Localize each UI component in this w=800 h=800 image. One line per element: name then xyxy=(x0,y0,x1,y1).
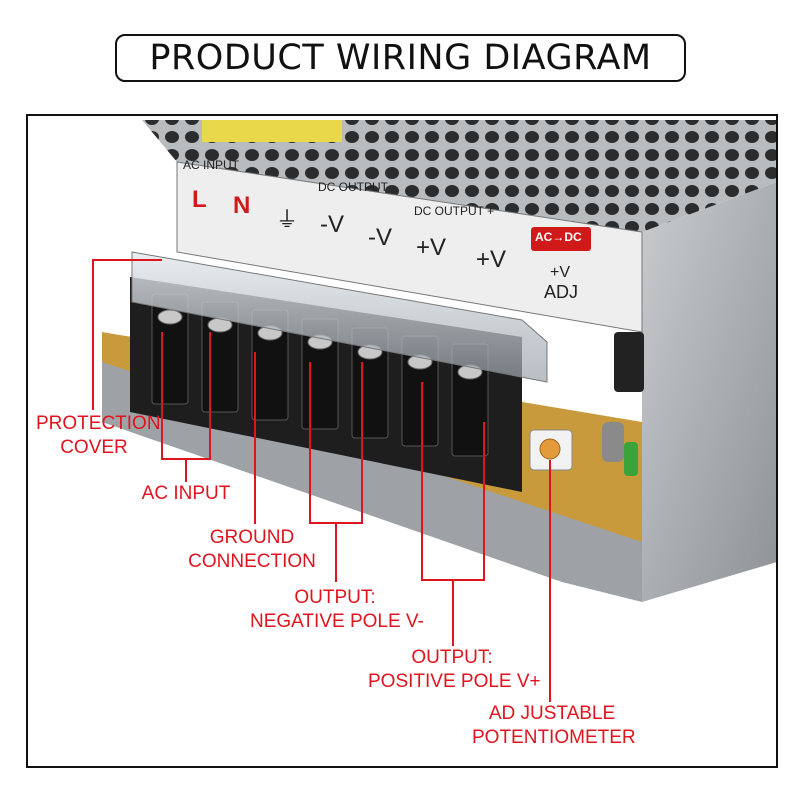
line-protection-cover xyxy=(92,259,162,410)
page-title: PRODUCT WIRING DIAGRAM xyxy=(115,34,686,82)
ac-dc-badge-bg xyxy=(531,227,591,251)
label-ac-input-line1: AC INPUT xyxy=(141,483,231,504)
label-output-pos-line2: POSITIVE POLE V+ xyxy=(368,671,541,692)
panel-dc-output-pos: DC OUTPUT + xyxy=(414,204,495,218)
photo-frame: AC INPUT L N ⏚ DC OUTPUT - -V -V DC OUTP… xyxy=(26,114,778,768)
adj-plus-v: +V xyxy=(550,264,571,281)
label-ground-connection: GROUND CONNECTION xyxy=(188,526,316,574)
terminal-neg-2: -V xyxy=(368,224,392,251)
panel-dc-output-neg: DC OUTPUT - xyxy=(318,180,396,194)
label-protection-cover-line1: PROTECTION xyxy=(36,413,161,434)
ac-dc-badge: AC→DC xyxy=(535,230,582,244)
capacitor xyxy=(614,332,644,392)
label-protection-cover-line2: COVER xyxy=(60,437,128,458)
housing-side xyxy=(642,182,776,602)
label-output-neg-line2: NEGATIVE POLE V- xyxy=(250,611,424,632)
label-ac-input: AC INPUT xyxy=(136,482,236,506)
label-protection-cover: PROTECTION COVER xyxy=(36,412,161,460)
potentiometer-knob xyxy=(539,438,561,460)
terminal-neg-1: -V xyxy=(320,211,344,238)
label-ground-line1: GROUND xyxy=(209,527,295,548)
protection-cover xyxy=(131,251,548,383)
label-potentiometer: AD JUSTABLE POTENTIOMETER xyxy=(472,702,636,750)
terminal-pos-1: +V xyxy=(416,234,447,261)
label-output-positive: OUTPUT: POSITIVE POLE V+ xyxy=(368,646,541,694)
label-potentiometer-line1: AD JUSTABLE xyxy=(488,703,616,724)
label-output-neg-line1: OUTPUT: xyxy=(294,587,376,608)
top-grille xyxy=(142,120,776,232)
label-output-negative: OUTPUT: NEGATIVE POLE V- xyxy=(250,586,424,634)
yellow-label xyxy=(202,120,342,142)
terminal-l: L xyxy=(192,186,207,213)
terminal-ground: ⏚ xyxy=(276,207,299,232)
label-ground-line2: CONNECTION xyxy=(188,551,316,572)
terminal-panel xyxy=(176,161,643,333)
terminal-n: N xyxy=(233,192,251,219)
label-output-pos-line1: OUTPUT: xyxy=(411,647,493,668)
callout-lines xyxy=(92,259,551,702)
panel-ac-input: AC INPUT xyxy=(183,158,240,172)
adj-label: ADJ xyxy=(544,282,579,302)
resistor xyxy=(602,422,624,462)
led xyxy=(624,442,638,476)
terminal-pos-2: +V xyxy=(476,246,507,273)
power-supply-photo xyxy=(92,120,776,702)
label-potentiometer-line2: POTENTIOMETER xyxy=(472,727,636,748)
